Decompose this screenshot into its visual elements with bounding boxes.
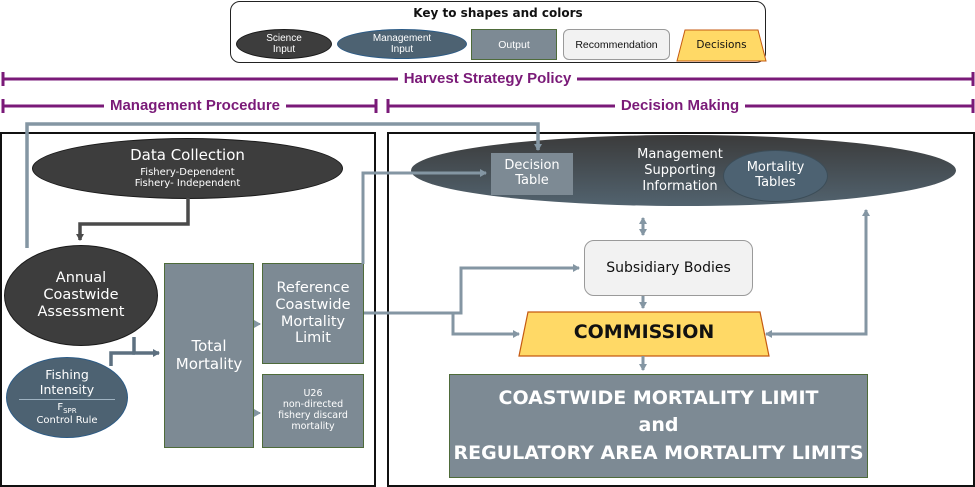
assessment-line1: Annual	[55, 270, 107, 287]
supporting-info-line1: Management	[637, 147, 723, 162]
management-procedure-label: Management Procedure	[103, 97, 287, 114]
fspr-label: FSPR	[57, 402, 76, 415]
control-rule-label: Control Rule	[36, 415, 98, 427]
fspr-main: F	[57, 402, 64, 414]
final-mortality-limits-node: COASTWIDE MORTALITY LIMIT and REGULATORY…	[449, 374, 868, 478]
decision-making-label-wrap: Decision Making	[580, 97, 780, 115]
fishing-intensity-node: Fishing Intensity FSPR Control Rule	[6, 357, 128, 438]
assessment-line2: Coastwide	[43, 287, 119, 304]
subsidiary-bodies-node: Subsidiary Bodies	[584, 240, 753, 296]
u26-line1: U26	[303, 388, 323, 400]
supporting-info-label: Management Supporting Information	[620, 147, 740, 195]
decision-table-node: Decision Table	[491, 153, 573, 195]
management-procedure-label-wrap: Management Procedure	[80, 97, 310, 115]
final-output-line2: and	[638, 414, 679, 437]
fishing-intensity-line1: Fishing	[45, 367, 89, 383]
harvest-strategy-label-wrap: Harvest Strategy Policy	[0, 70, 975, 88]
legend-science-input-line1: Science	[266, 33, 302, 44]
final-output-line1: COASTWIDE MORTALITY LIMIT	[498, 386, 819, 409]
final-output-line3: REGULATORY AREA MORTALITY LIMITS	[453, 441, 864, 464]
fishing-intensity-line2: Intensity	[39, 381, 95, 397]
supporting-info-line2: Supporting	[644, 162, 716, 178]
data-collection-node: Data Collection Fishery-Dependent Fisher…	[32, 138, 343, 199]
u26-line2: non-directed	[282, 399, 344, 411]
u26-line3: fishery discard	[278, 410, 348, 421]
decision-table-line2: Table	[515, 173, 549, 188]
legend-management-input: Management Input	[337, 29, 467, 59]
fspr-sub: SPR	[63, 407, 77, 416]
reference-line4: Limit	[295, 330, 331, 347]
legend-recommendation-label: Recommendation	[575, 38, 658, 51]
legend-output: Output	[471, 29, 557, 60]
total-mortality-line1: Total	[191, 337, 227, 356]
assessment-line3: Assessment	[37, 303, 125, 320]
mortality-tables-line1: Mortality	[746, 160, 805, 176]
reference-mortality-limit-node: Reference Coastwide Mortality Limit	[262, 263, 364, 364]
mortality-tables-node: Mortality Tables	[723, 150, 828, 202]
annual-assessment-node: Annual Coastwide Assessment	[4, 245, 158, 346]
total-mortality-node: Total Mortality	[164, 263, 254, 448]
data-collection-title: Data Collection	[130, 146, 245, 165]
legend-science-input-line2: Input	[272, 44, 296, 55]
data-collection-sub2: Fishery- Independent	[134, 178, 241, 190]
u26-discard-node: U26 non-directed fishery discard mortali…	[262, 374, 364, 448]
reference-line2: Coastwide	[275, 296, 351, 313]
legend-management-input-line2: Input	[390, 44, 414, 55]
commission-label: COMMISSION	[573, 321, 715, 343]
data-collection-sub1: Fishery-Dependent	[140, 166, 235, 178]
supporting-info-line3: Information	[642, 178, 718, 194]
mortality-tables-line2: Tables	[755, 175, 796, 190]
legend-management-input-line1: Management	[372, 33, 432, 44]
fishing-intensity-divider	[19, 399, 115, 401]
u26-line4: mortality	[291, 420, 335, 432]
legend-recommendation: Recommendation	[563, 29, 670, 60]
subsidiary-bodies-label: Subsidiary Bodies	[606, 259, 731, 276]
legend-decisions-label: Decisions	[696, 39, 747, 51]
legend-science-input: Science Input	[236, 29, 332, 59]
legend-title: Key to shapes and colors	[413, 6, 583, 20]
decision-making-label: Decision Making	[614, 97, 746, 114]
legend-output-label: Output	[498, 38, 530, 51]
reference-line3: Mortality	[280, 313, 346, 330]
harvest-strategy-label: Harvest Strategy Policy	[397, 70, 578, 87]
decision-table-line1: Decision	[504, 158, 560, 174]
total-mortality-line2: Mortality	[175, 354, 243, 373]
reference-line1: Reference	[276, 280, 350, 297]
